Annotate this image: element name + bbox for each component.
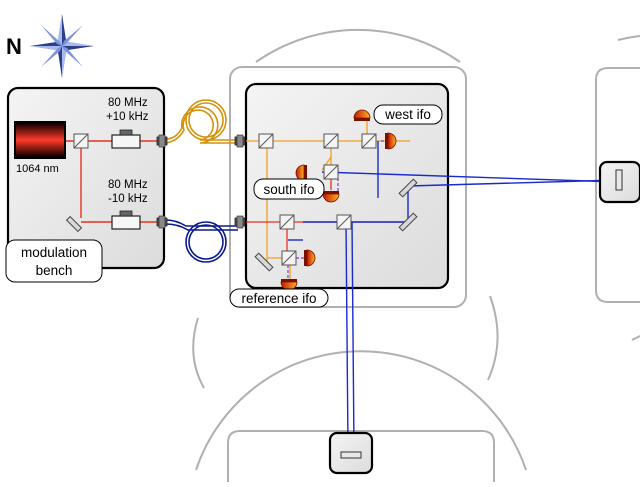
aom-upper (111, 129, 141, 149)
mirror (398, 212, 418, 232)
aom-lower (111, 210, 141, 230)
beamsplitter (279, 214, 295, 230)
photodetector-west-right (385, 132, 397, 150)
south-inner-table-outline (227, 430, 495, 482)
central-chamber-outline (255, 28, 461, 63)
east-chamber-lower-outline (631, 335, 640, 341)
compass-north-letter: N (6, 34, 22, 59)
photodetector-south-bottom (322, 191, 340, 203)
south-end-mirror-station (328, 431, 374, 475)
west-ifo-label-box (373, 104, 443, 125)
south-ifo-label: south ifo (263, 182, 314, 197)
optical-fibers (156, 99, 246, 263)
reference-ifo-label: reference ifo (241, 291, 316, 306)
south-chamber-outline (195, 350, 527, 471)
modulation-bench-label-line2: bench (36, 263, 73, 278)
beamsplitter (258, 133, 274, 149)
fiber-lower (165, 219, 238, 263)
laser-source (14, 121, 66, 159)
fiber-connector (156, 134, 168, 148)
fiber-upper (165, 99, 238, 144)
mirror (398, 178, 418, 198)
beamsplitter (361, 133, 377, 149)
bench-mirror (65, 215, 83, 233)
photodetector-reference-right (304, 249, 316, 267)
modulation-bench-label-box (5, 239, 103, 283)
fiber-connector (234, 134, 246, 148)
fiber-connector (156, 215, 168, 229)
central-chamber-lower-outline (192, 317, 205, 389)
east-chamber-outline (617, 35, 640, 41)
mirror (254, 252, 274, 272)
compass-rose: N (6, 14, 94, 78)
modulation-bench: 1064 nm 80 MHz +10 kHz 80 MHz -10 kHz mo… (5, 86, 166, 283)
beamsplitter (323, 133, 339, 149)
beamsplitter (323, 164, 339, 180)
vacuum-chamber-outlines (192, 28, 640, 482)
reference-ifo-label-box (229, 288, 329, 308)
east-inner-table-outline (595, 67, 640, 303)
aom-lower-frequency: 80 MHz (108, 179, 148, 191)
central-chamber-lower-right-outline (487, 295, 499, 381)
blue-beam-paths (288, 141, 619, 449)
central-optical-bench: west ifo south ifo reference ifo (229, 82, 619, 449)
east-end-mirror-station (598, 160, 640, 204)
beamsplitter (281, 250, 297, 266)
south-ifo-label-box (253, 178, 325, 200)
laser-wavelength-label: 1064 nm (16, 163, 59, 175)
central-inner-table-outline (229, 66, 467, 308)
modulation-bench-label-line1: modulation (21, 245, 87, 260)
aom-upper-frequency: 80 MHz (108, 97, 148, 109)
west-ifo-label: west ifo (384, 107, 431, 122)
fiber-connector (234, 215, 246, 229)
aom-lower-offset: -10 kHz (108, 193, 148, 205)
photodetector-west-top (353, 109, 371, 121)
beamsplitter (336, 214, 352, 230)
bench-beamsplitter (73, 133, 89, 149)
aom-upper-offset: +10 kHz (106, 111, 149, 123)
